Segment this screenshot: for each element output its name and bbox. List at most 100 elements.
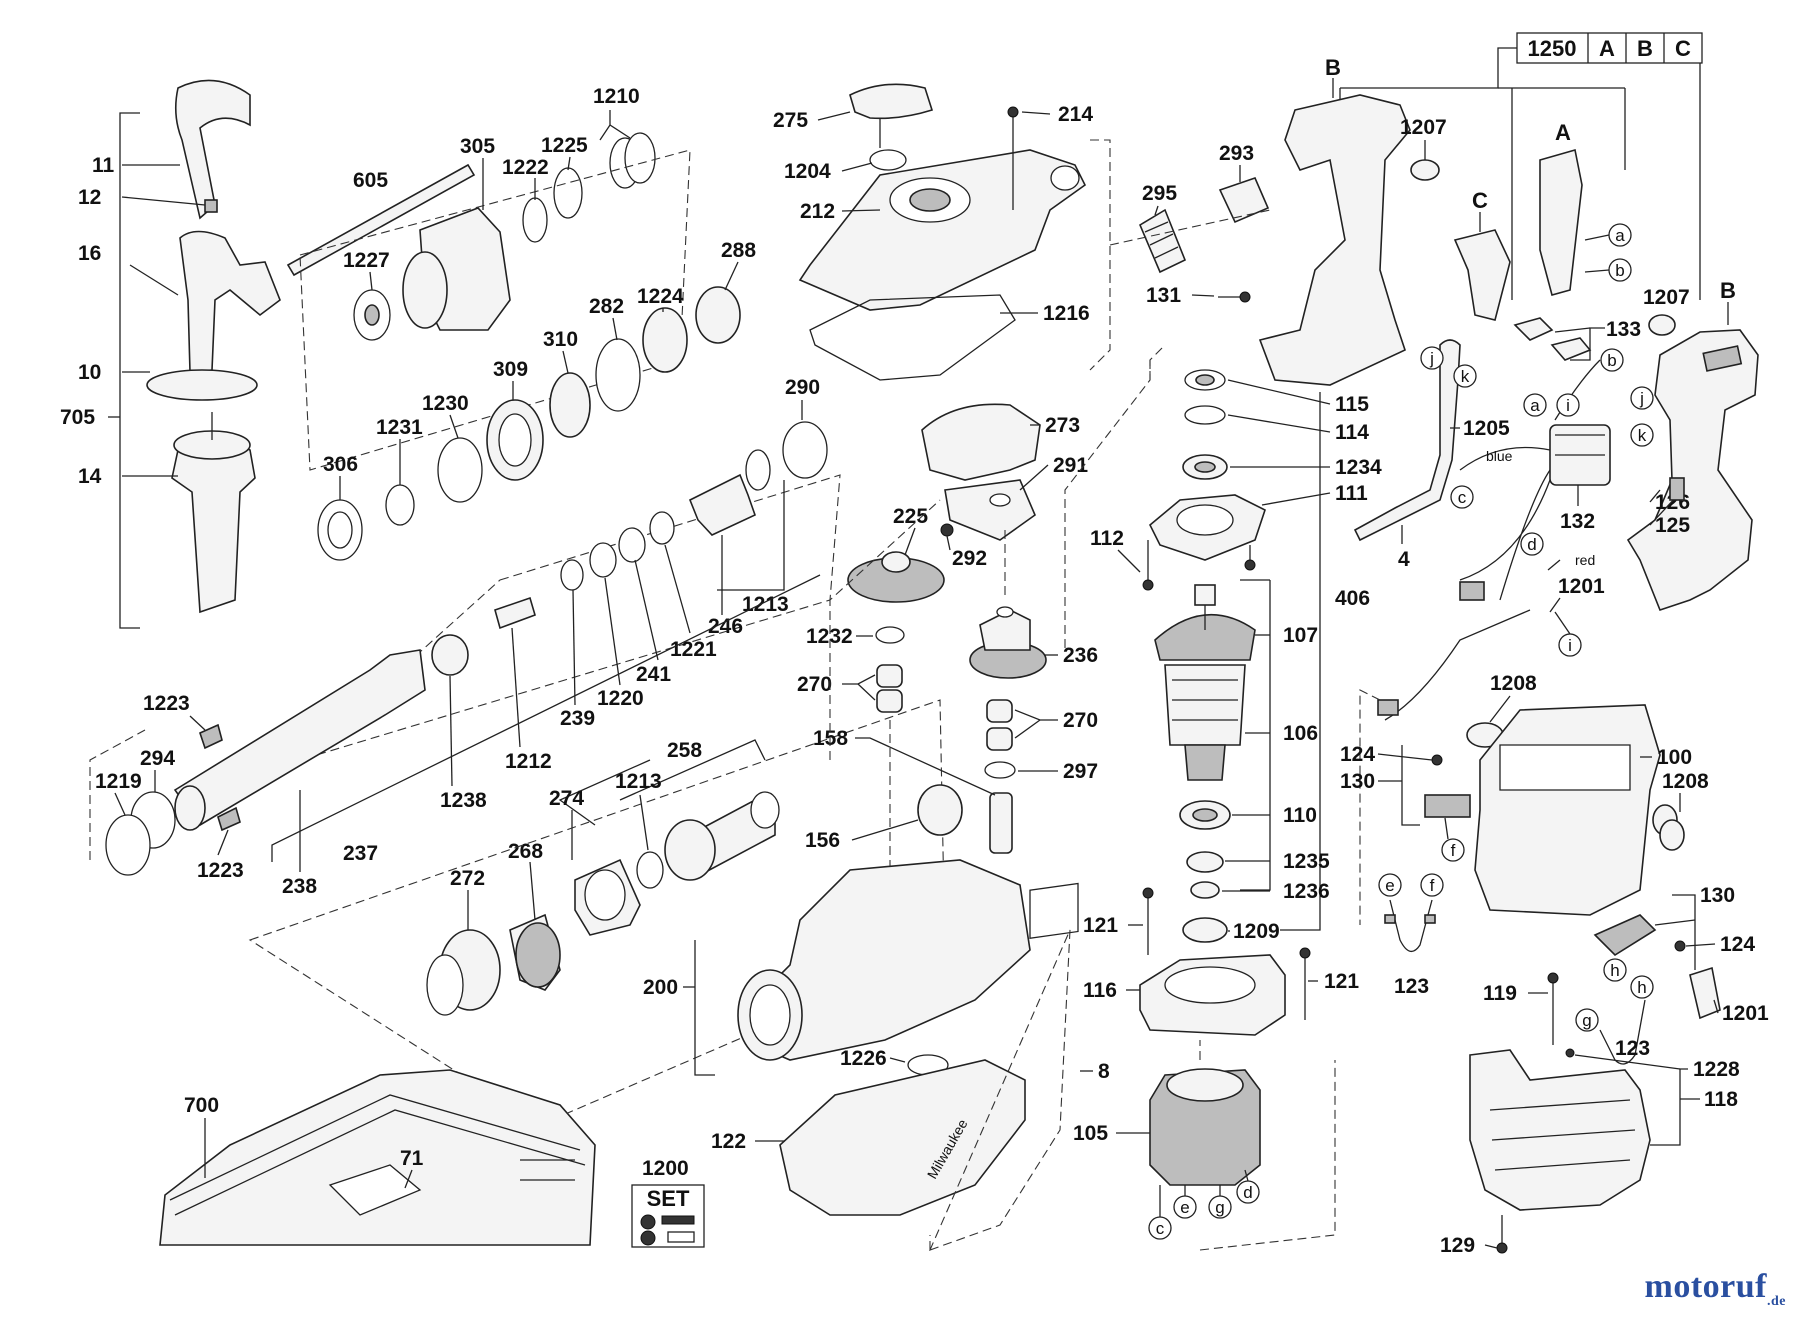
label-297: 297 [1063,760,1098,783]
label-1200: 1200 [642,1157,689,1180]
label-1213-mid: 1213 [615,770,662,793]
label-1207-top: 1207 [1400,116,1447,139]
gear-housing-part [744,859,1031,1061]
label-plate-part [1029,882,1079,939]
piston-part [688,473,756,536]
stator-group [1139,887,1311,1186]
rear-cover-118-part [1469,1049,1651,1211]
label-275: 275 [773,109,808,132]
gear-cover-part [798,149,1087,311]
letter-e-wire: e [1385,876,1394,895]
letter-g-bottom: g [1215,1198,1224,1217]
handle-housing-part [1258,94,1411,386]
gear-268-part [515,922,561,988]
label-292: 292 [952,547,987,570]
label-270-left: 270 [797,673,832,696]
label-1225: 1225 [541,134,588,157]
label-100: 100 [1657,746,1692,769]
label-214: 214 [1058,103,1093,126]
label-212: 212 [800,200,835,223]
letter-h-bottom: h [1637,978,1646,997]
label-114: 114 [1335,421,1369,444]
label-238: 238 [282,875,317,898]
label-1208-right: 1208 [1662,770,1709,793]
label-1216: 1216 [1043,302,1090,325]
letter-i-switch: i [1566,396,1570,415]
label-125: 125 [1655,514,1690,537]
label-130-right: 130 [1700,884,1735,907]
rear-cover-group [1469,972,1651,1254]
label-1228: 1228 [1693,1058,1740,1081]
label-291: 291 [1053,454,1088,477]
label-310: 310 [543,328,578,351]
brush-holder-left [1424,754,1471,818]
label-1221: 1221 [670,638,717,661]
intermediate-gear-group [847,403,1047,679]
label-237: 237 [343,842,378,865]
letter-e-bottom: e [1180,1198,1189,1217]
label-290: 290 [785,376,820,399]
handle-strap-part [174,79,251,220]
label-1226: 1226 [840,1047,887,1070]
label-116: 116 [1083,979,1117,1002]
carrying-case-part [159,1069,596,1246]
label-1220: 1220 [597,687,644,710]
letter-b-switch: b [1607,351,1616,370]
letter-a-switch: a [1530,396,1540,415]
label-200: 200 [643,976,678,999]
label-239: 239 [560,707,595,730]
label-122: 122 [711,1130,746,1153]
rear-housing-part [1626,329,1759,611]
letter-d-switch: d [1527,535,1536,554]
kit-table-cell-a: A [1599,36,1615,61]
label-b-top: B [1325,55,1341,80]
gear-housing-group: Milwaukee [737,859,1079,1216]
label-700: 700 [184,1094,219,1117]
shell-c-part [1453,229,1511,321]
label-1212: 1212 [505,750,552,773]
label-10: 10 [78,361,101,384]
label-225: 225 [893,505,928,528]
label-132: 132 [1560,510,1595,533]
label-309: 309 [493,358,528,381]
label-1204: 1204 [784,160,831,183]
label-105: 105 [1073,1122,1108,1145]
label-123-right: 123 [1615,1037,1650,1060]
label-133: 133 [1606,318,1641,341]
handle-clamp-part [179,230,281,373]
label-1238: 1238 [440,789,487,812]
label-14: 14 [78,465,102,488]
letter-b-shell: b [1615,261,1624,280]
label-106: 106 [1283,722,1318,745]
letter-f-wire: f [1430,876,1435,895]
label-1209: 1209 [1233,920,1280,943]
label-12: 12 [78,186,101,209]
motor-housing-100-part [1474,704,1661,916]
brush-holder-part-right [1593,914,1657,957]
handle-shell-parts [1453,148,1592,361]
label-1236: 1236 [1283,880,1330,903]
letter-d-bottom: d [1243,1183,1252,1202]
label-121-right: 121 [1324,970,1359,993]
label-1231: 1231 [376,416,423,439]
spindle-part [173,649,426,827]
label-268: 268 [508,840,543,863]
label-274: 274 [549,787,584,810]
sleeve-293-part [1218,177,1270,224]
wire-123-left: e f [1378,873,1444,952]
label-406: 406 [1335,587,1370,610]
label-115: 115 [1335,393,1369,416]
label-1207-right: 1207 [1643,286,1690,309]
label-293: 293 [1219,142,1254,165]
label-c-shell: C [1472,188,1488,213]
armature-core-part [1164,664,1246,746]
gear-cover-122-part [779,1059,1026,1216]
letter-c-bottom: c [1156,1219,1165,1238]
spindle-group [105,421,841,876]
switch-terminal-letters: j k a i b j k c d [1420,346,1654,556]
label-1230: 1230 [422,392,469,415]
letter-a-shell: a [1615,226,1625,245]
kit-table-cell-b: B [1637,36,1653,61]
letter-f-left: f [1451,841,1456,860]
